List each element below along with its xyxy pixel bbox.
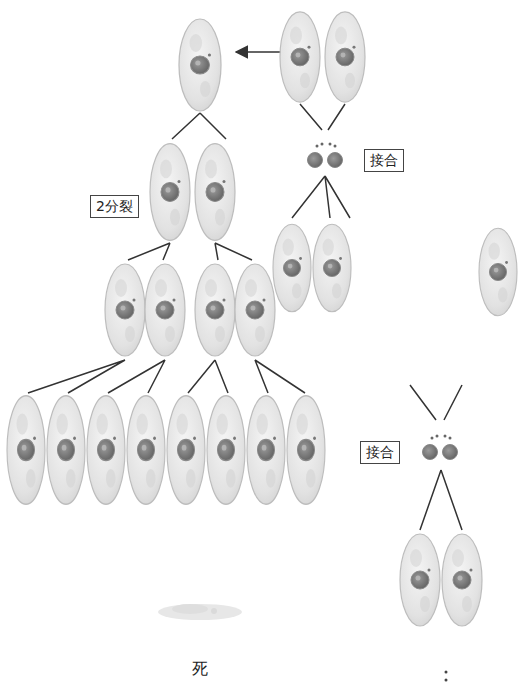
paramecium-cell <box>280 12 320 102</box>
stage-label-box: 接合 <box>360 441 400 464</box>
stage-label-box: 接合 <box>364 149 404 172</box>
paramecium-cell <box>195 264 235 356</box>
paramecium-cell <box>400 534 440 626</box>
paramecium-cell <box>442 534 482 626</box>
fission-lines <box>28 360 305 393</box>
fission-lines <box>172 113 226 139</box>
box-label: 接合 <box>366 444 394 461</box>
separation-lines <box>420 470 462 530</box>
continuation-dots <box>445 671 448 682</box>
dead-cell <box>158 604 242 620</box>
paramecium-cell <box>87 396 125 505</box>
paramecium-cell <box>167 396 205 505</box>
paramecium-cell <box>235 264 275 356</box>
paramecium-cell <box>287 396 325 505</box>
box-label: 2分裂 <box>96 198 133 215</box>
conjugation-nuclei <box>423 435 458 460</box>
box-label: 接合 <box>370 152 398 169</box>
paramecium-cell <box>195 144 235 241</box>
stage-label-box: 2分裂 <box>90 195 139 218</box>
paramecium-cell <box>47 396 85 505</box>
paramecium-cell <box>247 396 285 505</box>
paramecium-cells <box>7 12 517 682</box>
paramecium-cell <box>127 396 165 505</box>
lineage-lines <box>28 52 462 530</box>
pairing-lines <box>300 104 345 130</box>
paramecium-cell <box>479 228 517 315</box>
paramecium-cell <box>145 264 185 356</box>
paramecium-cell <box>105 264 145 356</box>
paramecium-cell <box>313 224 351 311</box>
paramecium-cell <box>7 396 45 505</box>
paramecium-cell <box>273 224 311 311</box>
conjugation-nuclei <box>308 143 343 168</box>
paramecium-cell <box>179 19 221 111</box>
pairing-lines <box>410 385 462 420</box>
paramecium-cell <box>325 12 365 102</box>
paramecium-cell <box>207 396 245 505</box>
paramecium-cell <box>150 144 190 241</box>
fission-lines <box>128 243 252 260</box>
separation-lines <box>292 176 350 218</box>
caption-label: 死 <box>192 659 208 678</box>
